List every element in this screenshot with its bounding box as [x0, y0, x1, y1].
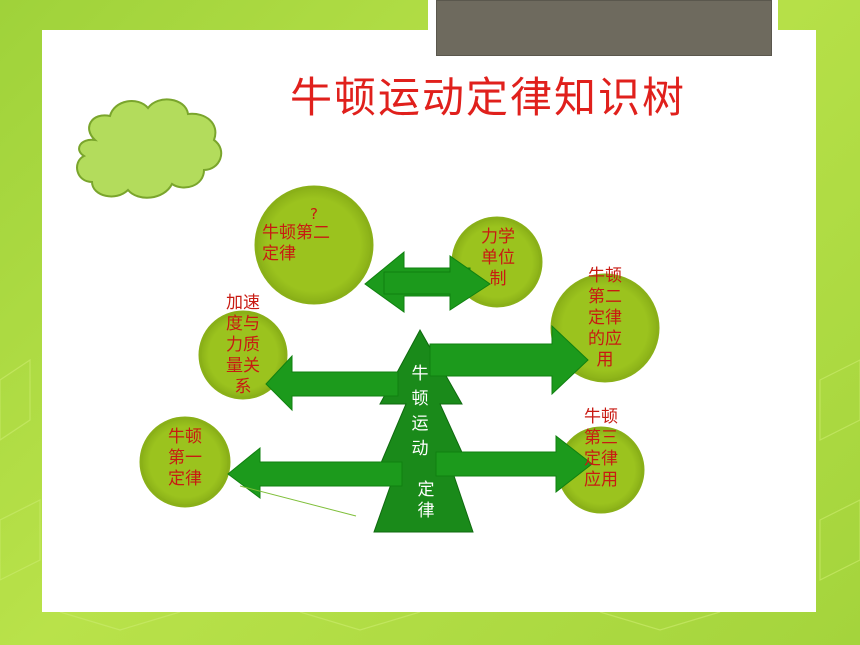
header-tab: [436, 0, 772, 56]
cloud-shape: [76, 98, 223, 199]
label-line: 制: [489, 269, 507, 289]
node-first-law: [139, 416, 231, 508]
arrow-to-first-law: [227, 446, 403, 499]
label-line: 定律: [584, 449, 618, 469]
label-line: 牛顿: [588, 266, 622, 286]
arrow-to-second-law-app: [429, 324, 589, 396]
label-line: 牛顿第二: [262, 223, 330, 243]
label-line: 力质: [226, 335, 260, 355]
label-line: 牛: [411, 364, 429, 384]
label-line: 顿: [411, 389, 429, 409]
label-units: 力学 单位 制: [466, 227, 530, 290]
node-second-law: [254, 185, 374, 305]
label-first-law: 牛顿 第一 定律: [154, 427, 216, 490]
label-line: 第二: [588, 287, 622, 307]
label-line: 用: [596, 350, 614, 370]
label-line: 定律: [262, 244, 296, 264]
label-line: 第三: [584, 428, 618, 448]
label-line: 应用: [584, 470, 618, 490]
node-accel-force-mass: [198, 310, 288, 400]
label-line: 单位: [481, 248, 515, 268]
label-line: 律: [417, 501, 435, 521]
label-line: 定: [417, 480, 435, 500]
label-third-law-app: 牛顿 第三 定律 应用: [570, 407, 632, 491]
label-line: 系: [234, 377, 252, 397]
connector-line: [239, 485, 357, 517]
page-title: 牛顿运动定律知识树: [290, 73, 687, 122]
label-line: 定律: [168, 469, 202, 489]
label-second-law-app: 牛顿 第二 定律 的应 用: [574, 266, 636, 371]
label-line: 第一: [168, 448, 202, 468]
label-line: 的应: [588, 329, 622, 349]
label-line: 力学: [481, 227, 515, 247]
label-line: 牛顿: [168, 427, 202, 447]
label-center-tree: 牛 顿 运 动: [404, 364, 436, 460]
label-center-tree-lower: 定 律: [410, 480, 442, 522]
arrow-to-units: [383, 255, 491, 311]
arrow-to-third-law-app: [435, 434, 593, 494]
label-line: 运: [411, 414, 429, 434]
label-line: 量关: [226, 356, 260, 376]
label-line: 定律: [588, 308, 622, 328]
label-line: 加速: [226, 293, 260, 313]
label-line: 牛顿: [584, 407, 618, 427]
label-line: 动: [411, 439, 429, 459]
label-question-mark: ?: [310, 205, 318, 223]
arrow-to-accel-force-mass: [265, 354, 399, 412]
label-accel-force-mass: 加速 度与 力质 量关 系: [212, 293, 274, 398]
label-second-law: ? 牛顿第二 定律: [262, 206, 366, 265]
label-line: 度与: [226, 314, 260, 334]
